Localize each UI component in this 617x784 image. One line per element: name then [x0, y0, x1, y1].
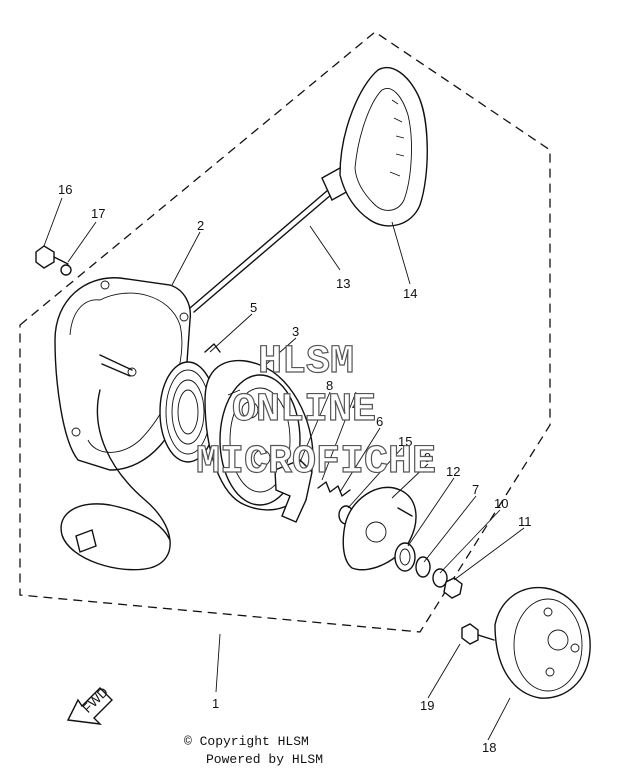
pulley-bolt — [461, 623, 495, 645]
assembly-boundary — [19, 31, 551, 633]
watermark-line-2: ONLINE — [232, 388, 376, 433]
callout-11: 11 — [518, 514, 532, 529]
spiral-spring — [159, 343, 221, 463]
callout-1: 1 — [212, 696, 219, 711]
callout-4: 4 — [352, 398, 359, 413]
callout-8: 8 — [326, 378, 333, 393]
callout-14: 14 — [403, 286, 417, 301]
cable-loop — [60, 389, 171, 571]
washer — [60, 264, 72, 276]
forward-arrow: FWD — [66, 684, 113, 725]
cable-clamp — [75, 529, 97, 553]
washer-12 — [394, 542, 416, 572]
callout-17: 17 — [91, 206, 105, 221]
starter-rope — [189, 189, 333, 313]
leader-lines — [43, 197, 525, 741]
callout-13: 13 — [336, 276, 350, 291]
callout-15: 15 — [398, 434, 412, 449]
callout-3: 3 — [292, 324, 299, 339]
callout-5: 5 — [250, 300, 257, 315]
callout-7: 7 — [472, 482, 479, 497]
watermark-line-3: MICROFICHE — [196, 440, 436, 485]
callout-6: 6 — [376, 414, 383, 429]
callout-9: 9 — [424, 450, 431, 465]
nut — [443, 577, 463, 599]
pawl — [274, 459, 313, 523]
drive-pulley — [494, 586, 591, 699]
starter-handle — [339, 67, 428, 227]
watermark-line-1: HLSM — [258, 340, 354, 385]
washer-7 — [415, 556, 431, 578]
pawl-spring — [317, 481, 351, 497]
shaft-end — [127, 367, 137, 377]
callout-19: 19 — [420, 698, 434, 713]
callout-2: 2 — [197, 218, 204, 233]
callout-12: 12 — [446, 464, 460, 479]
callout-18: 18 — [482, 740, 496, 755]
copyright-text: © Copyright HLSM — [184, 734, 309, 749]
housing-shaft — [99, 354, 133, 377]
bolt — [35, 245, 69, 269]
callout-10: 10 — [494, 496, 508, 511]
washer-10 — [432, 568, 448, 588]
powered-by-text: Powered by HLSM — [206, 752, 324, 767]
callout-16: 16 — [58, 182, 72, 197]
